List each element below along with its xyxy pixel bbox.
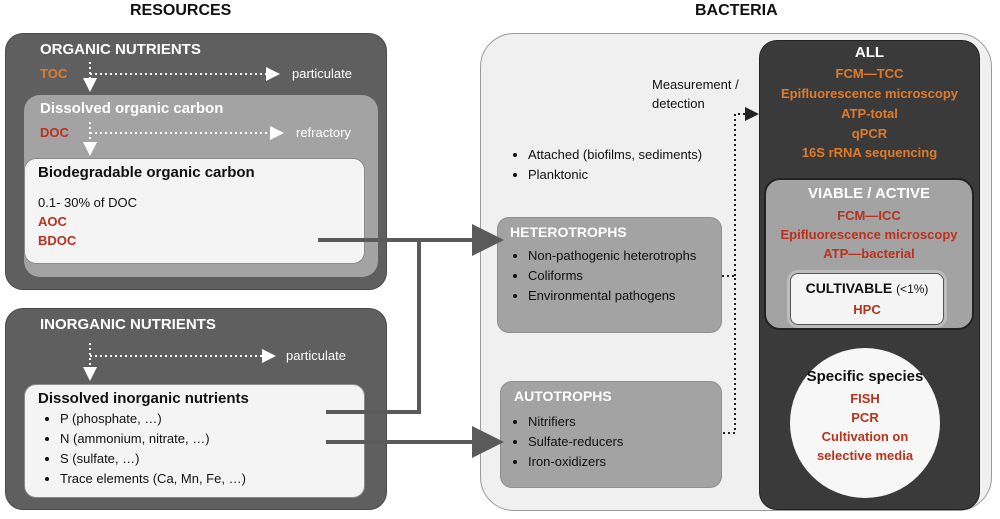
doc-fraction-label: 0.1- 30% of DOC [38, 195, 137, 210]
specific-species-title: Specific species [806, 368, 924, 385]
organic-particulate-label: particulate [292, 66, 352, 81]
list-item: Non-pathogenic heterotrophs [528, 247, 696, 265]
dissolved-inorganic-nutrients-box [24, 384, 365, 498]
cultivable-heading: CULTIVABLE (<1%) [790, 280, 944, 296]
specific-method: selective media [816, 448, 914, 463]
viable-method: Epifluorescence microscopy [780, 227, 958, 242]
all-method: 16S rRNA sequencing [801, 145, 938, 160]
cultivable-note: (<1%) [896, 282, 929, 296]
list-item: Planktonic [528, 166, 702, 184]
all-method: Epifluorescence microscopy [780, 86, 958, 101]
inorganic-particulate-label: particulate [286, 348, 346, 363]
specific-method: FISH [850, 391, 880, 406]
all-method: qPCR [851, 126, 888, 141]
refractory-label: refractory [296, 125, 351, 140]
list-item: Nitrifiers [528, 413, 623, 431]
bdoc-label: BDOC [38, 233, 77, 248]
list-item: S (sulfate, …) [60, 450, 246, 468]
dissolved-inorganic-title: Dissolved inorganic nutrients [38, 390, 249, 407]
bacteria-heading: BACTERIA [695, 2, 778, 19]
cultivable-box [790, 273, 944, 325]
resources-heading: RESOURCES [130, 2, 232, 19]
measurement-label: Measurement / [652, 77, 739, 92]
inorganic-nutrients-title: INORGANIC NUTRIENTS [40, 316, 216, 333]
specific-method: Cultivation on [821, 429, 909, 444]
viable-method: ATP—bacterial [823, 246, 915, 261]
habitat-list: Attached (biofilms, sediments) Planktoni… [512, 146, 702, 186]
toc-label: TOC [40, 66, 68, 81]
doc-label: DOC [40, 125, 69, 140]
list-item: Coliforms [528, 267, 696, 285]
autotrophs-box [500, 381, 722, 488]
all-title: ALL [854, 44, 885, 61]
specific-method: PCR [851, 410, 879, 425]
list-item: P (phosphate, …) [60, 410, 246, 428]
list-item: Iron-oxidizers [528, 453, 623, 471]
doc-box-title: Dissolved organic carbon [40, 100, 224, 117]
list-item: Trace elements (Ca, Mn, Fe, …) [60, 470, 246, 488]
viable-title: VIABLE / ACTIVE [808, 185, 930, 202]
heterotrophs-list: Non-pathogenic heterotrophs Coliforms En… [512, 247, 696, 307]
bdoc-box-title: Biodegradable organic carbon [38, 164, 255, 181]
all-method: FCM—TCC [835, 66, 904, 81]
heterotrophs-title: HETEROTROPHS [510, 224, 627, 240]
list-item: Sulfate-reducers [528, 433, 623, 451]
all-method: ATP-total [841, 106, 898, 121]
cultivable-title: CULTIVABLE [805, 280, 893, 296]
viable-method: FCM—ICC [837, 208, 901, 223]
heterotrophs-box [497, 217, 722, 333]
aoc-label: AOC [38, 214, 67, 229]
autotrophs-list: Nitrifiers Sulfate-reducers Iron-oxidize… [512, 413, 623, 473]
organic-nutrients-title: ORGANIC NUTRIENTS [40, 41, 201, 58]
list-item: N (ammonium, nitrate, …) [60, 430, 246, 448]
autotrophs-title: AUTOTROPHS [514, 388, 612, 404]
list-item: Environmental pathogens [528, 287, 696, 305]
dissolved-inorganic-list: P (phosphate, …) N (ammonium, nitrate, …… [44, 410, 246, 490]
biodegradable-organic-carbon-box [24, 158, 365, 264]
detection-label: detection [652, 96, 705, 111]
specific-species-circle [790, 348, 940, 498]
hpc-label: HPC [853, 302, 881, 317]
list-item: Attached (biofilms, sediments) [528, 146, 702, 164]
